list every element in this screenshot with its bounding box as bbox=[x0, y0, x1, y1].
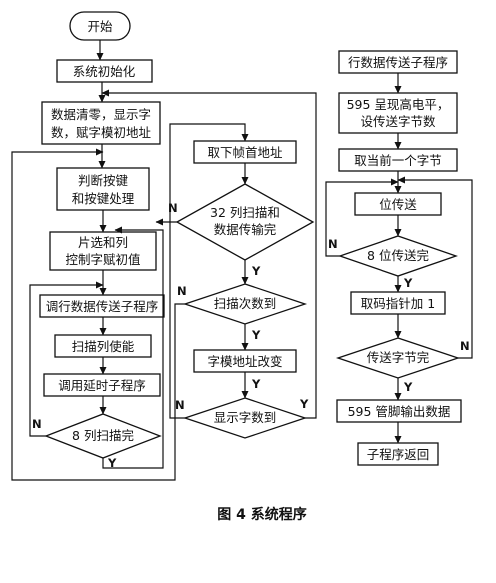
node-key-line1: 判断按键 bbox=[78, 173, 129, 188]
node-call-delay-label: 调用延时子程序 bbox=[58, 378, 146, 393]
node-font-addr-label: 字模地址改变 bbox=[207, 354, 282, 369]
node-get-byte-label: 取当前一个字节 bbox=[354, 153, 442, 168]
node-p595-high-line2: 设传送字节数 bbox=[360, 114, 436, 129]
node-scan8-label: 8 列扫描完 bbox=[72, 428, 134, 443]
node-ret-label: 子程序返回 bbox=[367, 447, 430, 462]
label-bit8-yes: Y bbox=[403, 276, 413, 290]
label-scan32-yes: Y bbox=[251, 264, 261, 278]
node-clear-shape bbox=[41, 101, 161, 145]
label-disp-cnt-yes: Y bbox=[299, 397, 309, 411]
node-scan32-line2: 数据传输完 bbox=[214, 222, 277, 237]
node-bytes-done-label: 传送字节完 bbox=[367, 350, 430, 365]
label-bit8-no: N bbox=[328, 237, 338, 251]
node-init-shape bbox=[56, 59, 153, 83]
figure-caption: 图 4 系统程序 bbox=[217, 506, 307, 523]
node-clear-line2: 数，赋字模初地址 bbox=[51, 125, 152, 140]
label-disp-cnt-no: N bbox=[175, 398, 185, 412]
label-scan8-no: N bbox=[32, 417, 42, 431]
node-p595-high-line1: 595 呈现高电平， bbox=[347, 97, 450, 112]
node-init-label: 系统初始化 bbox=[73, 64, 136, 79]
node-ptr-inc-label: 取码指针加 1 bbox=[361, 296, 435, 311]
node-p595-out-label: 595 管脚输出数据 bbox=[348, 404, 451, 419]
label-scan-cnt-no: N bbox=[177, 284, 187, 298]
node-scan-en-label: 扫描列使能 bbox=[72, 339, 135, 354]
node-bit8-label: 8 位传送完 bbox=[367, 248, 429, 263]
label-scan-cnt-yes: Y bbox=[251, 328, 261, 342]
node-start-label: 开始 bbox=[87, 19, 113, 34]
node-call-tx-label: 调行数据传送子程序 bbox=[46, 299, 159, 314]
node-disp-cnt-label: 显示字数到 bbox=[214, 410, 277, 425]
node-chipsel-line2: 控制字赋初值 bbox=[65, 252, 140, 267]
node-chipsel-shape bbox=[49, 231, 157, 271]
node-clear-line1: 数据清零，显示字 bbox=[51, 107, 151, 122]
label-font-addr-yes: Y bbox=[251, 377, 261, 391]
label-bytes-done-yes: Y bbox=[403, 380, 413, 394]
node-disp-cnt-shape bbox=[182, 397, 308, 439]
node-bit-tx-label: 位传送 bbox=[379, 197, 417, 212]
node-scan32-line1: 32 列扫描和 bbox=[210, 205, 280, 220]
node-next-addr-label: 取下帧首地址 bbox=[207, 145, 283, 160]
label-bytes-done-no: N bbox=[460, 339, 470, 353]
node-chipsel-line1: 片选和列 bbox=[78, 235, 128, 250]
node-key-shape bbox=[56, 167, 150, 211]
label-scan32-no: N bbox=[168, 201, 178, 215]
node-key-line2: 和按键处理 bbox=[72, 191, 135, 206]
node-sub-title-label: 行数据传送子程序 bbox=[348, 55, 448, 70]
node-scan-cnt-label: 扫描次数到 bbox=[214, 296, 277, 311]
label-scan8-yes: Y bbox=[107, 456, 117, 470]
